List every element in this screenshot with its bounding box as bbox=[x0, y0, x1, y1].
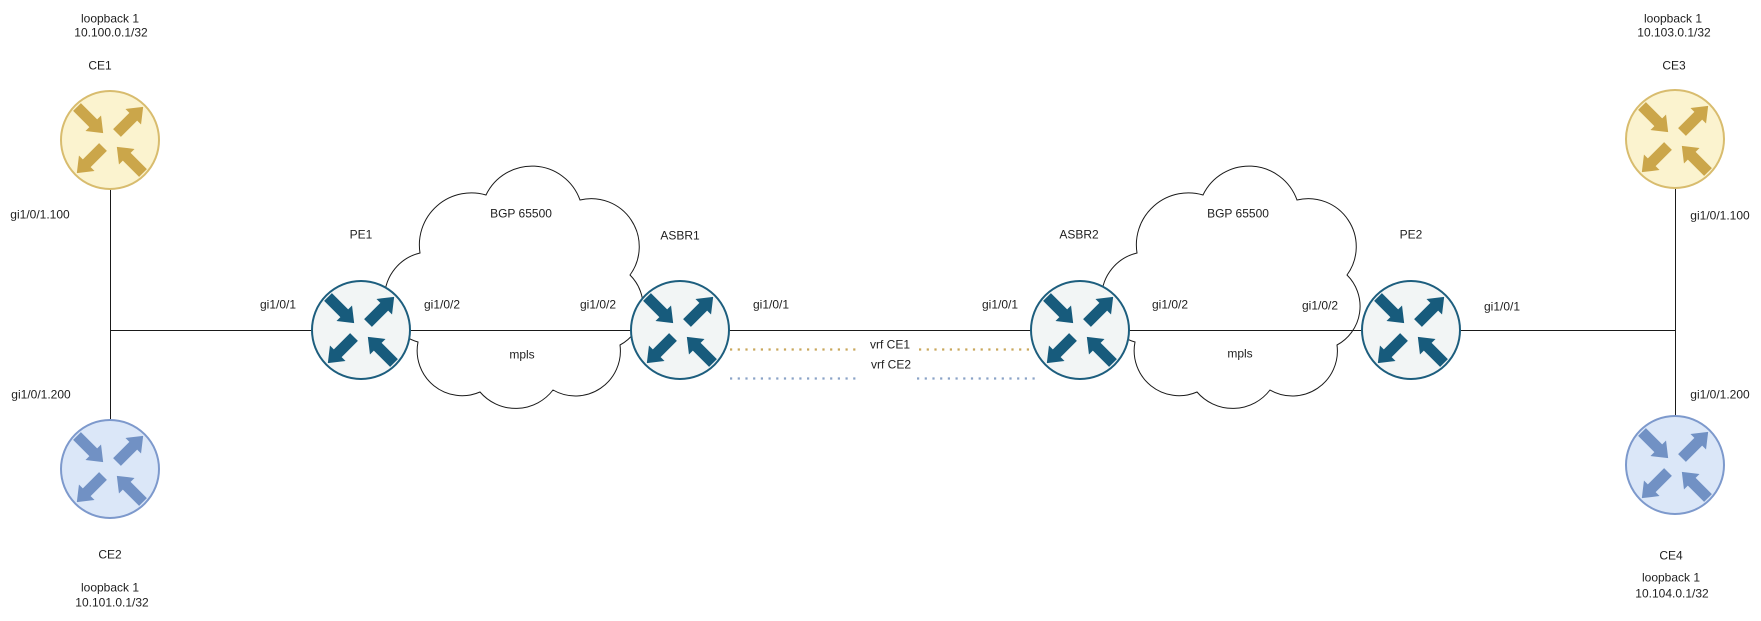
ce3-ip-label: 10.103.0.1/32 bbox=[1637, 25, 1711, 40]
cloud-right-bgp-label: BGP 65500 bbox=[1207, 206, 1269, 221]
cloud-left-bgp-label: BGP 65500 bbox=[490, 206, 552, 221]
asbr1-name-label: ASBR1 bbox=[660, 228, 700, 243]
cloud-bgp-as-right[interactable] bbox=[1101, 165, 1361, 409]
pe2-name-label: PE2 bbox=[1399, 227, 1423, 242]
router-node-pe1[interactable] bbox=[311, 280, 411, 380]
router-node-ce4[interactable] bbox=[1625, 415, 1725, 515]
router-node-ce3[interactable] bbox=[1625, 89, 1725, 189]
cloud-right-mpls-label: mpls bbox=[1227, 346, 1253, 361]
router-circle bbox=[1625, 415, 1725, 515]
asbr2-if-right-label: gi1/0/2 bbox=[1151, 297, 1189, 312]
router-node-asbr2[interactable] bbox=[1030, 280, 1130, 380]
ce1-interface-label: gi1/0/1.100 bbox=[10, 207, 70, 222]
router-circle bbox=[1361, 280, 1461, 380]
ce4-loopback-label: loopback 1 bbox=[1641, 570, 1701, 585]
ce4-ip-label: 10.104.0.1/32 bbox=[1635, 586, 1709, 601]
router-circle bbox=[60, 419, 160, 519]
router-node-ce2[interactable] bbox=[60, 419, 160, 519]
ce2-ip-label: 10.101.0.1/32 bbox=[75, 595, 149, 610]
pe2-if-left-label: gi1/0/2 bbox=[1301, 298, 1339, 313]
router-circle bbox=[311, 280, 411, 380]
pe1-if-left-label: gi1/0/1 bbox=[259, 297, 297, 312]
router-circle bbox=[1625, 89, 1725, 189]
pe1-name-label: PE1 bbox=[349, 227, 373, 242]
ce1-ip-label: 10.100.0.1/32 bbox=[74, 25, 148, 40]
ce4-name-label: CE4 bbox=[1659, 548, 1683, 563]
cloud-bgp-as-left[interactable] bbox=[384, 165, 644, 409]
router-circle bbox=[60, 90, 160, 190]
asbr1-if-right-label: gi1/0/1 bbox=[752, 297, 790, 312]
vrf-ce2-label: vrf CE2 bbox=[870, 357, 912, 372]
pe2-if-right-label: gi1/0/1 bbox=[1483, 299, 1521, 314]
router-node-ce1[interactable] bbox=[60, 90, 160, 190]
ce4-interface-label: gi1/0/1.200 bbox=[1690, 387, 1750, 402]
ce2-loopback-label: loopback 1 bbox=[80, 580, 140, 595]
router-circle bbox=[630, 280, 730, 380]
router-node-pe2[interactable] bbox=[1361, 280, 1461, 380]
router-circle bbox=[1030, 280, 1130, 380]
asbr1-if-left-label: gi1/0/2 bbox=[579, 297, 617, 312]
asbr2-name-label: ASBR2 bbox=[1059, 227, 1099, 242]
cloud-left-mpls-label: mpls bbox=[509, 347, 535, 362]
asbr2-if-left-label: gi1/0/1 bbox=[981, 297, 1019, 312]
ce2-name-label: CE2 bbox=[98, 547, 122, 562]
ce1-name-label: CE1 bbox=[88, 58, 112, 73]
ce3-name-label: CE3 bbox=[1662, 58, 1686, 73]
ce3-loopback-label: loopback 1 bbox=[1643, 11, 1703, 26]
ce1-loopback-label: loopback 1 bbox=[80, 11, 140, 26]
ce2-interface-label: gi1/0/1.200 bbox=[11, 387, 71, 402]
pe1-if-right-label: gi1/0/2 bbox=[423, 297, 461, 312]
router-node-asbr1[interactable] bbox=[630, 280, 730, 380]
vrf-ce1-label: vrf CE1 bbox=[869, 337, 911, 352]
ce3-interface-label: gi1/0/1.100 bbox=[1690, 208, 1750, 223]
